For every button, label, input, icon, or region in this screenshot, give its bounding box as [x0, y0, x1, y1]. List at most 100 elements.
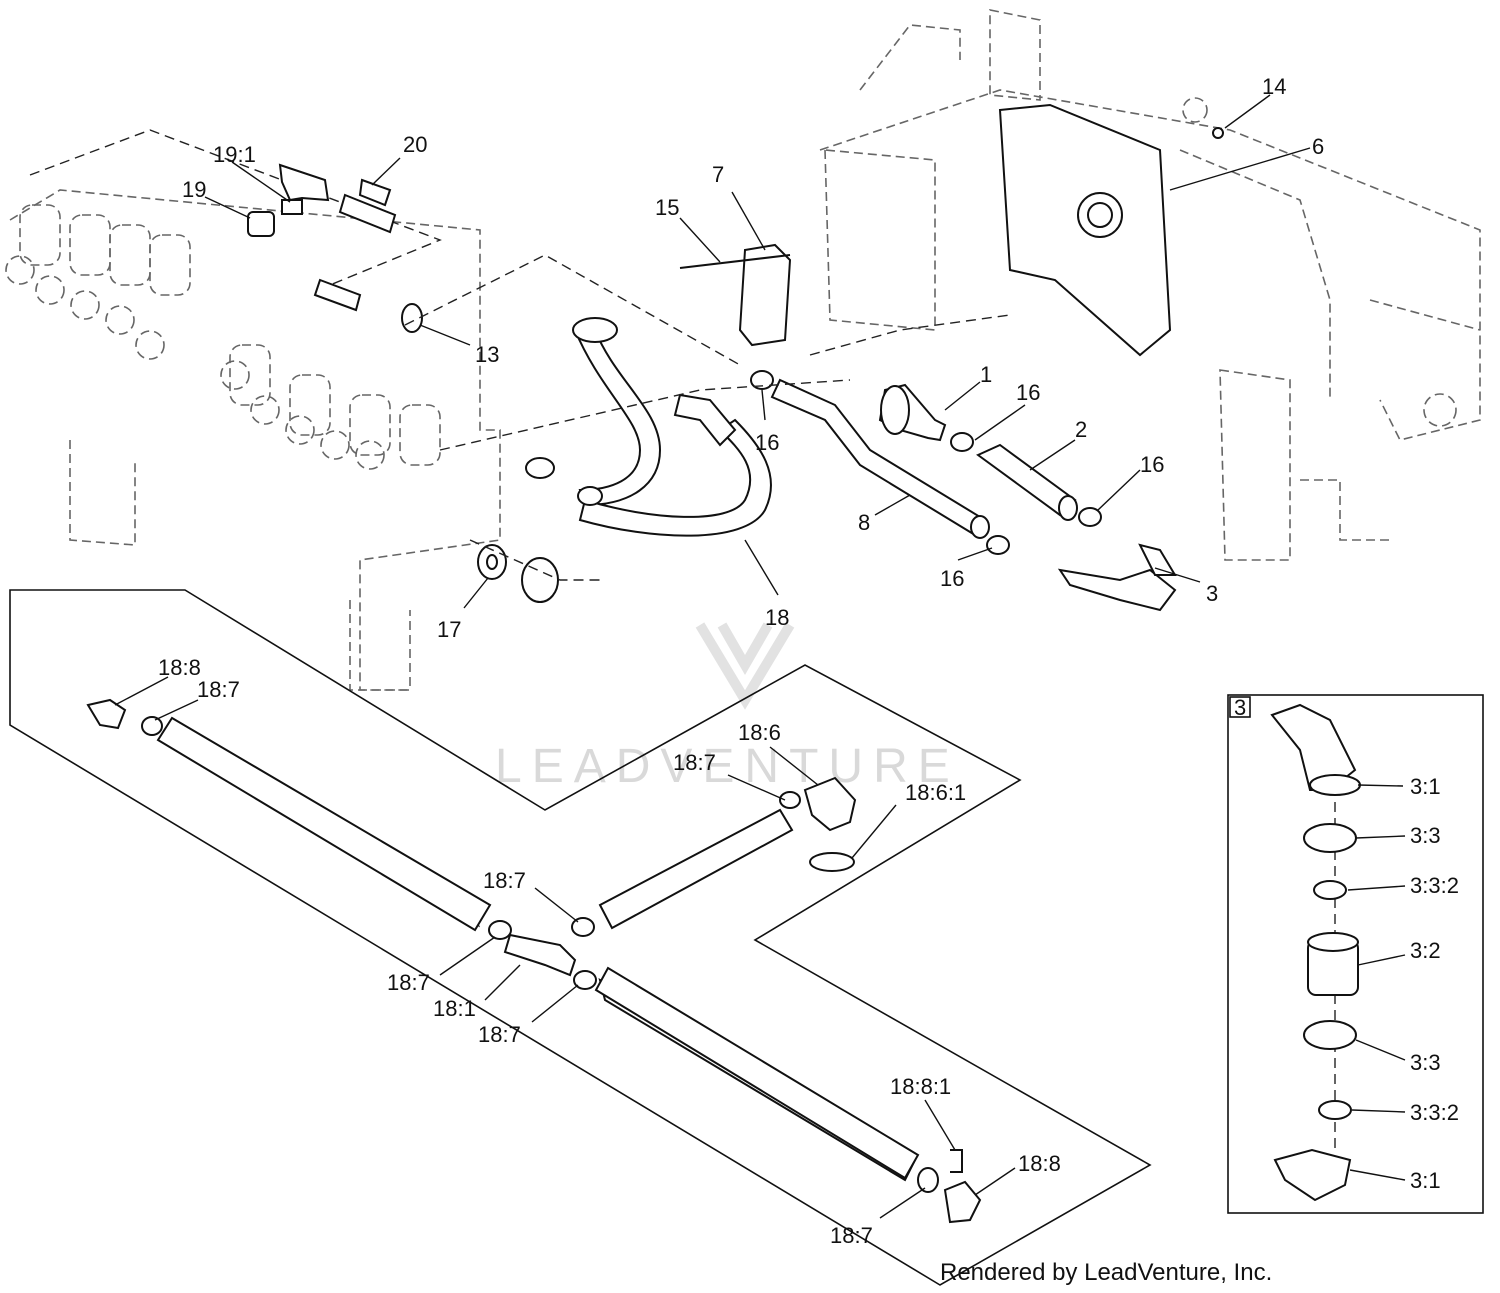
subassembly-box-19-20: [29, 129, 442, 286]
clamp-18-7-tee-left: [488, 920, 512, 940]
clamp-16-d: [986, 535, 1010, 555]
hose-clamp-b: [577, 486, 603, 506]
washer-17-hole: [486, 554, 498, 570]
nut-17: [521, 557, 559, 603]
frame-assembly-phantom: [819, 9, 1481, 561]
callout-7: 7: [712, 162, 724, 187]
outlet-stub: [313, 278, 362, 312]
callout-17: 17: [437, 617, 461, 642]
clamp-16-c: [1078, 507, 1102, 527]
callout-16-d: 16: [940, 566, 964, 591]
clamp-16-b: [950, 432, 974, 452]
callout-20: 20: [403, 132, 427, 157]
nut-3-3-bottom: [1303, 1020, 1357, 1050]
clip-19-1: [281, 199, 303, 215]
elbow-18-6: [803, 776, 857, 832]
callout-18-7-tee-left: 18:7: [387, 970, 430, 995]
callout-8: 8: [858, 510, 870, 535]
hose-8-end: [970, 515, 990, 539]
bulkhead-flange: [880, 385, 910, 435]
hose-clamp-a: [525, 457, 555, 479]
callout-18-7-right: 18:7: [830, 1223, 873, 1248]
callout-3: 3: [1206, 581, 1218, 606]
clamp-16-a: [750, 370, 774, 390]
callout-18: 18: [765, 605, 789, 630]
elbow-18-8-left: [86, 698, 127, 730]
seal-3-3-2-bottom: [1318, 1100, 1352, 1120]
seal-3-3-2-top: [1313, 880, 1347, 900]
callout-3-1-bottom: 3:1: [1410, 1168, 1441, 1193]
callout-13: 13: [475, 342, 499, 367]
callout-3-3-2-bottom: 3:3:2: [1410, 1100, 1459, 1125]
watermark-logo: LEADVENTURE: [495, 622, 950, 793]
fastener-14: [1212, 127, 1224, 139]
callout-3-3-bottom: 3:3: [1410, 1050, 1441, 1075]
callout-18-7-tee-bottom: 18:7: [478, 1022, 521, 1047]
elbow-assembly-3: [1057, 568, 1177, 612]
valve-handle: [358, 178, 392, 207]
callout-18-8-1: 18:8:1: [890, 1074, 951, 1099]
clamp-18-7-left: [141, 716, 163, 736]
callout-18-6: 18:6: [738, 720, 781, 745]
elbow-3-1-bottom: [1273, 1148, 1352, 1202]
nozzle-outlets: [5, 255, 385, 470]
callout-3-1-top: 3:1: [1410, 774, 1441, 799]
callout-19-1: 19:1: [213, 142, 256, 167]
rod-15: [679, 254, 791, 269]
inset-frame-3: [1227, 694, 1484, 1214]
callout-18-8-left: 18:8: [158, 655, 201, 680]
clamp-18-7-upper: [779, 791, 801, 809]
callout-2: 2: [1075, 417, 1087, 442]
callout-18-7-left: 18:7: [197, 677, 240, 702]
callout-18-6-1: 18:6:1: [905, 780, 966, 805]
clip-18-8-1: [950, 1149, 963, 1173]
callout-18-7-upper: 18:7: [673, 750, 716, 775]
callout-18-7-tee-top: 18:7: [483, 868, 526, 893]
clamp-18-7-tee-top: [571, 917, 595, 937]
fitting-19: [247, 211, 275, 237]
callout-14: 14: [1262, 74, 1286, 99]
callout-6: 6: [1312, 134, 1324, 159]
elbow-fitting: [278, 163, 330, 202]
tee-18-1: [503, 933, 577, 977]
elbow-assembly-3-inlet: [1138, 543, 1177, 576]
callout-15: 15: [655, 195, 679, 220]
callout-16-a: 16: [1016, 380, 1040, 405]
callout-16-c: 16: [755, 430, 779, 455]
hose-18-upper: [573, 329, 662, 507]
guide-line-2: [439, 379, 851, 451]
clamp-13: [401, 303, 423, 333]
guide-line-4: [809, 314, 1011, 356]
leader-lines: [114, 94, 1406, 1219]
exploded-view-frame-18: [9, 589, 1152, 1286]
callout-3-3-2-top: 3:3:2: [1410, 873, 1459, 898]
callout-1: 1: [980, 362, 992, 387]
nozzle-bodies: [19, 204, 441, 466]
bracket-7: [738, 243, 792, 347]
clamp-18-7-right: [917, 1167, 939, 1193]
callout-16-b: 16: [1140, 452, 1164, 477]
coupler-3-2-top: [1307, 932, 1359, 952]
callout-18-8-right: 18:8: [1018, 1151, 1061, 1176]
plate-port-inner: [1087, 202, 1113, 228]
inset-tag-frame: [1229, 696, 1251, 718]
tube-18-upper-right: [598, 808, 794, 930]
render-credit: Rendered by LeadVenture, Inc.: [940, 1259, 1272, 1286]
elbow-18-8-right: [943, 1180, 982, 1224]
nut-3-3-top: [1303, 823, 1357, 853]
tube-18-left-body: [156, 716, 492, 932]
hose-elbow-fitting: [673, 393, 737, 447]
hose-end-fitting: [572, 317, 618, 343]
clamp-18-7-tee-bottom: [573, 970, 597, 990]
hose-2-end: [1058, 495, 1078, 521]
valve-20: [338, 193, 397, 234]
hose-18-lower: [578, 418, 772, 537]
guide-line-1: [404, 254, 741, 366]
elbow-3-1-top-flange: [1309, 774, 1361, 796]
callout-3-2: 3:2: [1410, 938, 1441, 963]
boom-manifold-phantom: [5, 189, 501, 691]
callout-18-1: 18:1: [433, 996, 476, 1021]
o-ring-18-6-1: [809, 852, 855, 872]
inset-tag: 3: [1234, 695, 1246, 720]
